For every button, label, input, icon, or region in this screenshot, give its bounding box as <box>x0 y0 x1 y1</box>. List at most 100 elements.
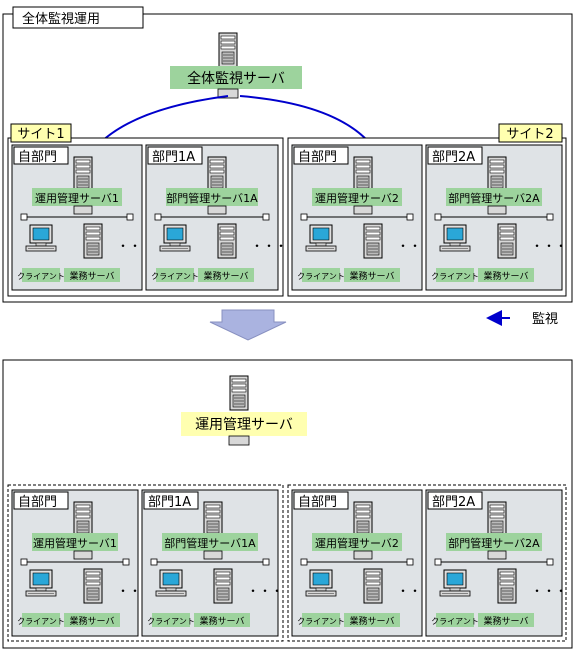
network-node <box>154 213 162 221</box>
ops-server-label: 部門管理サーバ2A <box>448 191 540 205</box>
department-name-box <box>427 491 483 510</box>
server-icon <box>73 156 93 192</box>
department-block: 自部門運用管理サーバ2・・・クライアント業務サーバ <box>291 489 433 637</box>
network-node <box>300 558 308 566</box>
server-icon <box>213 568 233 604</box>
server-icon <box>83 223 103 259</box>
network-node <box>262 558 270 566</box>
biz-server-label-box <box>344 268 400 282</box>
ops-server-label-box <box>312 188 402 206</box>
network-node <box>150 558 158 566</box>
site1-label-box <box>10 123 72 143</box>
network-node <box>300 213 308 221</box>
client-pc-icon <box>439 569 471 597</box>
department-name: 部門1A <box>152 150 195 165</box>
ops-server-label: 部門管理サーバ1A <box>166 191 258 205</box>
client-label-box <box>22 613 60 627</box>
server-icon <box>363 223 383 259</box>
network-node <box>546 213 554 221</box>
server-base <box>73 205 93 215</box>
server-icon <box>218 32 238 68</box>
department-block: 部門1A部門管理サーバ1A・・・クライアント業務サーバ <box>141 489 283 637</box>
legend-monitor-label: 監視 <box>532 311 558 327</box>
biz-server-label-box <box>64 613 120 627</box>
server-icon <box>497 223 517 259</box>
server-icon <box>73 501 93 537</box>
server-icon <box>83 568 103 604</box>
server-base <box>73 550 93 560</box>
biz-server-label-box <box>478 268 534 282</box>
ops-server-label: 運用管理サーバ2 <box>315 191 399 205</box>
top-departments: 自部門運用管理サーバ1・・・クライアント業務サーバ部門1A部門管理サーバ1A・・… <box>11 144 567 291</box>
client-label-box <box>436 613 474 627</box>
bottom-central-server-label-box <box>181 412 307 436</box>
department-name-box <box>13 146 69 165</box>
biz-server-label: 業務サーバ <box>484 615 529 627</box>
network-node <box>406 558 414 566</box>
network-node <box>20 213 28 221</box>
network-node <box>434 213 442 221</box>
client-label: クライアント <box>147 617 195 626</box>
client-label: クライアント <box>17 617 65 626</box>
biz-server-label-box <box>478 613 534 627</box>
department-name-box <box>293 146 349 165</box>
biz-server-label: 業務サーバ <box>70 615 115 627</box>
ops-server-label-box <box>32 533 118 551</box>
department-name: 部門2A <box>432 495 475 510</box>
central-server-label-box <box>170 66 302 89</box>
client-label-box <box>302 613 340 627</box>
server-icon <box>497 568 517 604</box>
department-name: 自部門 <box>298 495 337 510</box>
department-name: 部門1A <box>148 495 191 510</box>
server-base <box>487 550 507 560</box>
ellipsis: ・・・ <box>247 584 283 598</box>
central-server-label: 全体監視サーバ <box>187 70 285 87</box>
network-node <box>20 558 28 566</box>
site2-label: サイト2 <box>506 127 553 142</box>
department-block: 自部門運用管理サーバ2・・・クライアント業務サーバ <box>291 144 433 291</box>
ops-server-label-box <box>32 188 122 206</box>
client-label: クライアント <box>297 617 345 626</box>
biz-server-label: 業務サーバ <box>204 270 249 282</box>
server-icon <box>217 223 237 259</box>
ops-server-label: 部門管理サーバ2A <box>448 536 540 550</box>
server-icon <box>353 156 373 192</box>
client-pc-icon <box>25 224 57 252</box>
biz-server-label-box <box>344 613 400 627</box>
overall-title-box <box>12 6 144 29</box>
server-base <box>353 205 373 215</box>
ops-server-label-box <box>446 533 542 551</box>
client-pc-icon <box>155 569 187 597</box>
client-label: クライアント <box>151 272 199 281</box>
department-block: 部門1A部門管理サーバ1A・・・クライアント業務サーバ <box>145 144 287 291</box>
client-label-box <box>152 613 190 627</box>
server-base <box>203 550 223 560</box>
department-block: 自部門運用管理サーバ1・・・クライアント業務サーバ <box>11 144 153 291</box>
ellipsis: ・・・ <box>117 239 153 253</box>
bottom-central-server-label: 運用管理サーバ <box>195 417 293 433</box>
department-name-box <box>143 491 199 510</box>
client-label: クライアント <box>297 272 345 281</box>
department-name-box <box>147 146 203 165</box>
ops-server-label: 運用管理サーバ1 <box>35 191 119 205</box>
department-name-box <box>13 491 69 510</box>
department-name-box <box>293 491 349 510</box>
bottom-departments: 自部門運用管理サーバ1・・・クライアント業務サーバ部門1A部門管理サーバ1A・・… <box>11 489 567 637</box>
site1-label: サイト1 <box>17 127 64 142</box>
ellipsis: ・・・ <box>531 584 567 598</box>
network-node <box>546 558 554 566</box>
client-pc-icon <box>305 224 337 252</box>
server-icon <box>207 156 227 192</box>
server-base <box>207 205 227 215</box>
server-icon <box>487 156 507 192</box>
server-icon <box>363 568 383 604</box>
client-pc-icon <box>439 224 471 252</box>
ops-server-label: 部門管理サーバ1A <box>164 536 256 550</box>
client-label-box <box>302 268 340 282</box>
network-node <box>434 558 442 566</box>
network-node <box>126 213 134 221</box>
ellipsis: ・・・ <box>397 239 433 253</box>
client-pc-icon <box>25 569 57 597</box>
transition-down-arrow <box>209 309 287 341</box>
